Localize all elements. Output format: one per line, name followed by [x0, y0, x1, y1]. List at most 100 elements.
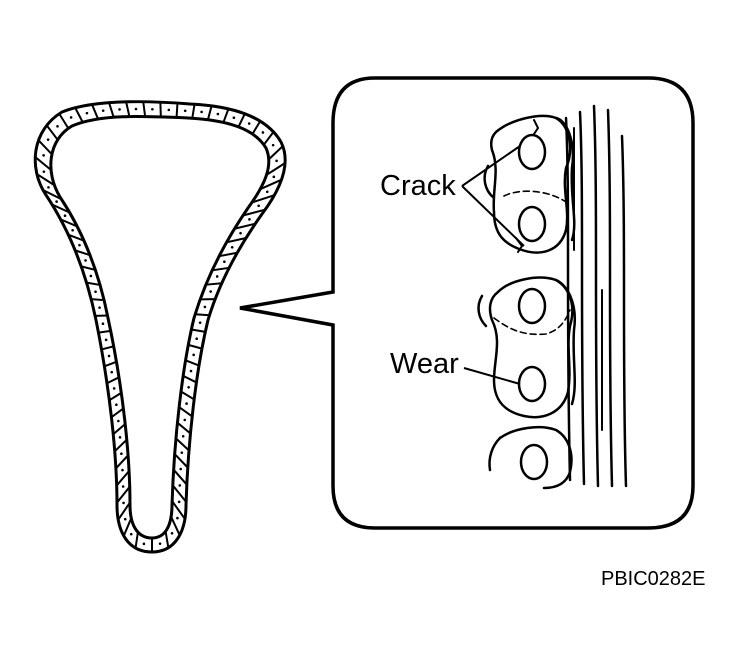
chain-link-divider — [36, 173, 55, 187]
chain-pin-dot — [167, 108, 171, 112]
chain-link-divider — [175, 437, 190, 452]
chain-link-divider — [117, 501, 131, 521]
rail-line — [564, 116, 572, 482]
chain-link-divider — [263, 131, 275, 146]
chain-link-divider — [222, 108, 230, 123]
chain-pin-dot — [177, 500, 181, 504]
link-plate-edge — [477, 294, 488, 328]
chain-link-divider — [172, 469, 188, 486]
chain-link-divider — [218, 251, 238, 258]
chain-pin-dot — [183, 109, 187, 113]
chain-pin-dot — [151, 107, 154, 111]
chain-link-divider — [259, 178, 282, 191]
chain-detail — [477, 104, 628, 490]
chain-link-divider — [80, 265, 96, 271]
chain-pin-dot — [158, 542, 162, 545]
chain-link-divider — [104, 360, 117, 368]
chain-pin-dot — [85, 111, 89, 115]
chain-pin-dot — [123, 517, 127, 521]
chain-pin-dot — [223, 260, 226, 264]
chain-outer-edge — [33, 100, 287, 554]
chain-pin-dot — [239, 231, 242, 235]
chain-link-divider — [171, 484, 187, 503]
chain-pin-dot — [121, 468, 124, 472]
chain-pin-dot — [170, 531, 174, 535]
chain-pin-dot — [71, 228, 74, 232]
chain-link-divider — [74, 249, 91, 257]
chain-pin-dot — [69, 116, 73, 119]
pin-hole — [519, 443, 549, 481]
chain-link-divider — [226, 237, 247, 244]
chain-link-divider — [110, 407, 124, 419]
chain-link-divider — [171, 500, 186, 520]
chain-link-divider — [206, 105, 213, 121]
chain-pin-dot — [179, 467, 182, 471]
chain-link-divider — [37, 139, 53, 156]
chain-pin-dot — [63, 214, 67, 217]
chain-link-divider — [205, 282, 222, 286]
rail-line — [620, 134, 628, 488]
chain-pin-dot — [120, 452, 123, 455]
chain-pin-dot — [248, 218, 251, 221]
chain-pin-dot — [47, 186, 50, 189]
chain-pin-dot — [195, 337, 198, 340]
chain-pin-dot — [117, 419, 120, 423]
wear-leader-line — [463, 367, 521, 385]
chain-link-divider — [114, 438, 128, 453]
chain-link-divider — [188, 343, 203, 350]
rail-line — [578, 110, 586, 486]
chain-pin-dot — [272, 175, 276, 179]
chain-link-divider — [173, 453, 189, 469]
chain-pin-dot — [56, 125, 59, 128]
chain-pin-dot — [198, 321, 202, 324]
chain-link-divider — [251, 120, 262, 135]
chain-pin-dot — [183, 418, 187, 422]
link-plate-edge — [488, 436, 502, 472]
chain-pin-dot — [122, 501, 125, 505]
chain-pin-dot — [101, 109, 105, 112]
chain-link-divider — [108, 391, 122, 402]
chain-pin-dot — [107, 354, 111, 358]
chain-pin-dot — [181, 434, 185, 438]
chain-link-divider — [51, 203, 71, 214]
chain-link-divider — [122, 517, 133, 537]
chain-pin-dot — [180, 451, 184, 454]
chain-pin-dot — [200, 110, 203, 114]
rail-line — [592, 104, 600, 488]
chain-link-divider — [234, 222, 256, 230]
chain-link-divider — [266, 162, 286, 176]
wear-outline — [493, 309, 571, 336]
chain-pin-dot — [42, 170, 46, 173]
chain-pin-dot — [115, 403, 118, 406]
crack-callout: Crack — [380, 145, 525, 247]
chain-pin-dot — [112, 387, 116, 390]
chain-link-divider — [242, 208, 266, 217]
chain-links — [34, 101, 286, 552]
chain-pin-dot — [142, 542, 146, 546]
chain-pin-dot — [46, 138, 50, 141]
chain-pin-dot — [42, 154, 45, 157]
chain-link-divider — [191, 328, 206, 333]
chain-pin-dot — [101, 322, 105, 325]
chain-pin-dot — [104, 338, 108, 342]
figure-code: PBIC0282E — [601, 568, 706, 590]
chain-link-divider — [91, 104, 100, 120]
chain-pin-dot — [192, 353, 195, 357]
chain-pin-dot — [215, 275, 219, 278]
chain-link-divider — [170, 516, 181, 536]
wear-callout: Wear — [390, 348, 521, 385]
chain-pin-dot — [257, 204, 260, 208]
chain-pin-dot — [187, 385, 190, 389]
link-plate — [498, 426, 573, 490]
chain-pin-dot — [89, 274, 93, 278]
chain-link-divider — [67, 233, 85, 242]
callout-bubble — [239, 76, 695, 530]
chain-link-divider — [268, 145, 284, 161]
chain-pin-dot — [129, 532, 133, 536]
crack-label: Crack — [380, 170, 456, 202]
pin-hole — [517, 287, 547, 325]
chain-link-divider — [101, 345, 114, 351]
chain-link-divider — [251, 194, 275, 204]
chain-link-divider — [98, 329, 111, 334]
chain-link-divider — [134, 531, 139, 549]
